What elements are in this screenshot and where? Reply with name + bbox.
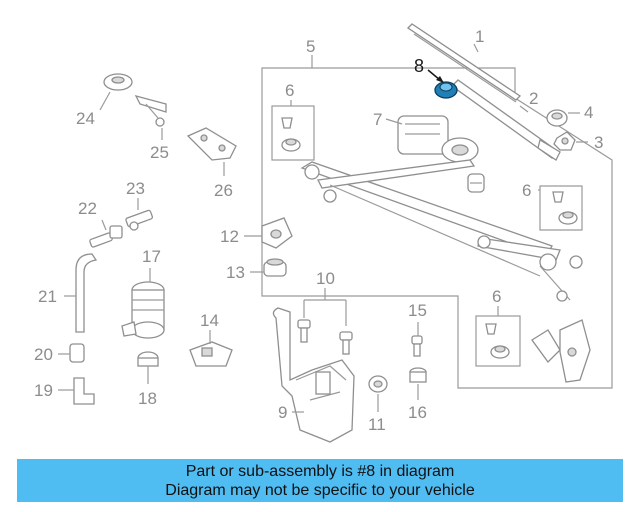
callout-8: 8 (414, 56, 424, 76)
callout-12: 12 (220, 227, 239, 246)
info-banner: Part or sub-assembly is #8 in diagram Di… (17, 459, 623, 502)
part-8-nut-cap[interactable] (434, 81, 458, 99)
part-14-bracket[interactable] (189, 341, 233, 367)
callout-15: 15 (408, 301, 427, 320)
part-6-box-left[interactable] (271, 105, 315, 161)
callout-16: 16 (408, 403, 427, 422)
part-15-bolt[interactable] (411, 335, 423, 357)
callout-19: 19 (34, 381, 53, 400)
callout-5: 5 (306, 37, 315, 56)
part-26-cover[interactable] (186, 127, 237, 161)
callout-13: 13 (226, 263, 245, 282)
part-13-clip[interactable] (263, 258, 287, 277)
part-16-grommet[interactable] (409, 367, 427, 383)
part-12-clip[interactable] (261, 217, 293, 249)
callout-18: 18 (138, 389, 157, 408)
callout-14: 14 (200, 311, 219, 330)
callout-25: 25 (150, 143, 169, 162)
banner-line-1: Part or sub-assembly is #8 in diagram (185, 462, 455, 480)
callout-21: 21 (38, 287, 57, 306)
part-23-fitting[interactable] (125, 209, 154, 231)
callout-1: 1 (475, 27, 484, 46)
part-24-grommet[interactable] (103, 73, 133, 91)
callout-4: 4 (584, 103, 593, 122)
part-18-grommet[interactable] (137, 351, 159, 367)
callout-7: 7 (373, 110, 382, 129)
part-3-nut[interactable] (553, 131, 576, 151)
callout-17: 17 (142, 247, 161, 266)
callout-22: 22 (78, 199, 97, 218)
callout-10: 10 (316, 269, 335, 288)
part-10-bolt-left[interactable] (297, 319, 311, 343)
callout-26: 26 (214, 181, 233, 200)
wiper-arm[interactable] (450, 79, 561, 161)
wiper-motor[interactable] (397, 115, 479, 163)
callout-6-left: 6 (285, 81, 294, 100)
wiper-blade[interactable] (406, 23, 522, 103)
callout-6-right: 6 (522, 181, 531, 200)
part-17-pump[interactable] (121, 281, 165, 339)
part-6-box-bottom[interactable] (475, 315, 521, 367)
part-6-box-right[interactable] (539, 185, 583, 231)
part-20-sleeve[interactable] (69, 343, 85, 363)
wiper-linkage[interactable] (300, 159, 583, 302)
callout-11: 11 (368, 415, 386, 434)
callout-23: 23 (126, 179, 145, 198)
callout-20: 20 (34, 345, 53, 364)
part-9-reservoir[interactable] (272, 307, 355, 443)
motor-grommet[interactable] (467, 173, 485, 193)
part-4-cap[interactable] (546, 109, 568, 127)
part-22-fitting[interactable] (89, 225, 123, 248)
subassembly-5-outline (261, 67, 613, 389)
part-10-bolt-right[interactable] (339, 331, 353, 355)
callout-2: 2 (529, 89, 538, 108)
part-11-grommet[interactable] (368, 375, 388, 393)
callout-9: 9 (278, 403, 287, 422)
callout-24: 24 (76, 109, 95, 128)
part-19-elbow[interactable] (73, 377, 95, 405)
part-21-hose[interactable] (75, 253, 98, 333)
linkage-bracket[interactable] (531, 319, 591, 383)
callout-3: 3 (594, 133, 603, 152)
part-25-nozzle[interactable] (134, 95, 167, 127)
callout-6-bottom: 6 (492, 287, 501, 306)
banner-line-2: Diagram may not be specific to your vehi… (165, 481, 475, 499)
